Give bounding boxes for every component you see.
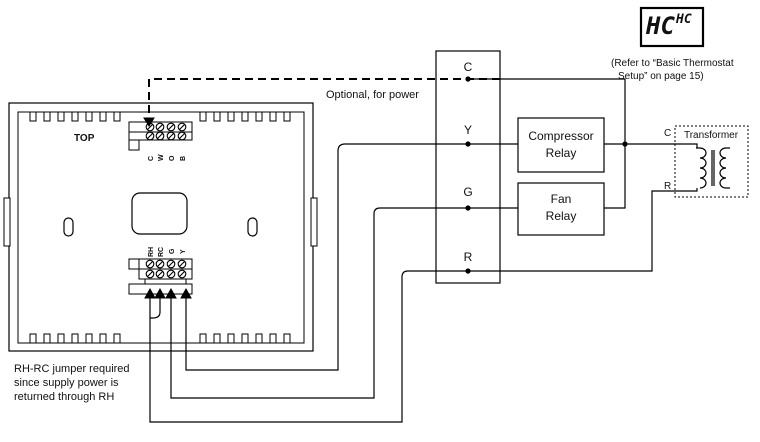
block-label-c: C bbox=[464, 60, 473, 74]
mounting-slot-left bbox=[63, 217, 74, 237]
mounting-slot-right bbox=[247, 217, 258, 237]
block-label-r: R bbox=[464, 250, 473, 264]
top-label: TOP bbox=[74, 133, 95, 144]
left-tab bbox=[3, 197, 11, 247]
junction-dots bbox=[465, 76, 628, 274]
compressor-relay-label-line1: Compressor bbox=[528, 129, 593, 143]
terminal-label-w: W bbox=[158, 154, 165, 161]
terminal-label-g: G bbox=[169, 248, 176, 254]
upper-terminal-strip bbox=[128, 121, 193, 151]
display-note-line2: Setup” on page 15) bbox=[618, 71, 704, 82]
terminal-label-o: O bbox=[169, 155, 176, 161]
transformer-c-wire bbox=[625, 143, 698, 148]
wire-opening bbox=[131, 192, 188, 235]
jumper-note-line2: since supply power is bbox=[14, 377, 119, 389]
transformer-c-label: C bbox=[664, 128, 671, 139]
terminal-block-labels: C Y G R bbox=[463, 60, 472, 264]
jumper-note-line1: RH-RC jumper required bbox=[14, 363, 130, 375]
terminal-label-rc: RC bbox=[158, 247, 165, 257]
r-wire bbox=[149, 188, 698, 423]
optional-c-wire bbox=[148, 78, 500, 118]
right-tab bbox=[310, 197, 318, 247]
jumper-note-line3: returned through RH bbox=[14, 391, 114, 403]
compressor-relay-label-line2: Relay bbox=[546, 146, 577, 160]
lcd-display: HC HC bbox=[639, 6, 705, 48]
terminal-label-c: C bbox=[148, 156, 155, 161]
thermostat-base: TOP bbox=[3, 102, 318, 352]
block-label-g: G bbox=[463, 185, 472, 199]
terminal-label-b: B bbox=[180, 156, 187, 161]
block-label-y: Y bbox=[464, 123, 472, 137]
fan-relay-box bbox=[517, 182, 605, 236]
terminal-block bbox=[435, 50, 501, 284]
lower-terminal-strip bbox=[128, 258, 193, 295]
terminal-label-y: Y bbox=[180, 249, 187, 254]
compressor-relay-box bbox=[517, 117, 605, 173]
fan-relay-label-line1: Fan bbox=[551, 192, 572, 206]
transformer-r-label: R bbox=[664, 181, 671, 192]
lower-terminal-labels: RH RC G Y bbox=[148, 247, 187, 257]
rh-rc-jumper bbox=[150, 292, 161, 319]
top-vent-slots bbox=[29, 112, 291, 122]
display-note-line1: (Refer to “Basic Thermostat bbox=[611, 58, 734, 69]
transformer-coils bbox=[696, 147, 730, 189]
terminal-label-rh: RH bbox=[148, 247, 155, 257]
wires bbox=[148, 78, 698, 423]
upper-terminal-labels: C W O B bbox=[148, 154, 187, 161]
optional-power-note: Optional, for power bbox=[326, 89, 419, 101]
terminal-arrows bbox=[143, 117, 192, 299]
transformer-title: Transformer bbox=[684, 130, 739, 141]
display-small-text: HC bbox=[675, 12, 692, 27]
bottom-vent-slots bbox=[29, 333, 291, 343]
fan-relay-label-line2: Relay bbox=[546, 209, 577, 223]
g-wire bbox=[170, 207, 518, 399]
display-large-text: HC bbox=[645, 12, 675, 40]
y-wire bbox=[185, 143, 518, 371]
transformer-box bbox=[674, 125, 749, 198]
base-inner-frame bbox=[17, 111, 305, 344]
